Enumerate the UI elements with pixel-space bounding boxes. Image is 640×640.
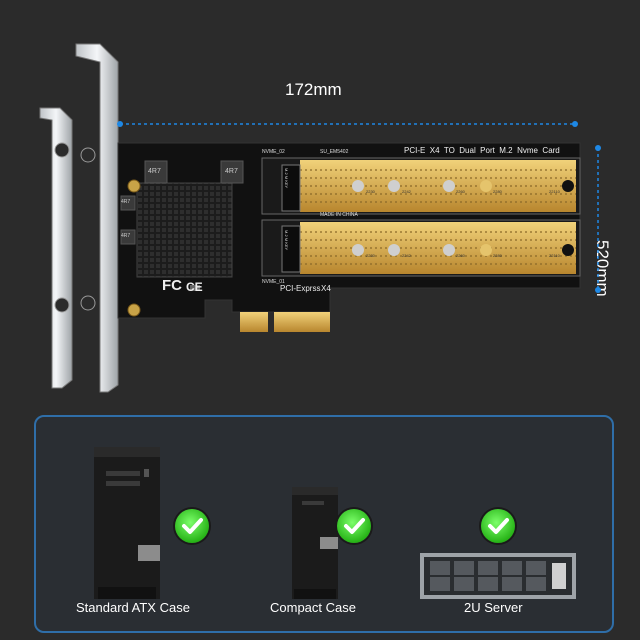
mounting-hole-bottom [127, 303, 141, 317]
size-mark-2230-bottom: 2230 [366, 253, 375, 258]
size-mark-2260-top: 2260 [456, 189, 465, 194]
ce-mark: CE [186, 280, 203, 294]
m2-slot-bottom [261, 219, 581, 277]
top-slot-label: NVME_02 [262, 149, 285, 155]
heatsink [136, 182, 233, 278]
interface-label: PCI-Exprss [280, 284, 321, 293]
inductor-label-3: 4R7 [121, 199, 131, 205]
pcie-gold-fingers [240, 312, 330, 332]
mounting-hole-top [127, 179, 141, 193]
atx-case-image [94, 447, 160, 599]
width-dimension-line [117, 121, 578, 127]
check-icon-server [481, 509, 515, 543]
m2-slot-top [261, 157, 581, 215]
inductor-label-1: 4R7 [148, 168, 161, 175]
inductor-label-4: 4R7 [121, 233, 131, 239]
made-in-label: MADE IN CHINA [320, 212, 358, 218]
compact-case-image [292, 487, 338, 599]
case-label-atx: Standard ATX Case [76, 600, 190, 615]
product-illustration [39, 43, 601, 393]
size-mark-2260-bottom: 2260 [456, 253, 465, 258]
size-mark-2230-top: 2230 [366, 189, 375, 194]
server-image [420, 553, 576, 599]
full-height-bracket [75, 43, 119, 393]
size-mark-22110-top: 22110 [549, 189, 560, 194]
check-icon-compact [337, 509, 371, 543]
bottom-slot-label: NVME_01 [262, 279, 285, 285]
inductor-4 [120, 229, 136, 245]
inductor-3 [120, 195, 136, 211]
m2-key-label-top: M.2 M KEY [284, 168, 289, 189]
check-icon-atx [175, 509, 209, 543]
model-code: SU_EM5402 [320, 149, 349, 155]
inductor-label-2: 4R7 [225, 168, 238, 175]
fc-mark: FC [162, 277, 182, 294]
size-mark-22110-bottom: 22110 [549, 253, 560, 258]
lanes-label: X4 [321, 284, 331, 293]
card-title: PCI-E X4 TO Dual Port M.2 Nvme Card [404, 146, 560, 155]
width-dimension-label: 172mm [285, 80, 342, 99]
low-profile-bracket [39, 107, 73, 389]
size-mark-2280-top: 2280 [493, 189, 502, 194]
size-mark-2242-top: 2242 [402, 189, 411, 194]
m2-key-label-bottom: M.2 M KEY [284, 230, 289, 251]
compatibility-panel: Standard ATX Case Compact Case 2U Server [34, 415, 614, 633]
inductor-1 [144, 160, 168, 184]
smd-component [190, 285, 200, 291]
case-label-compact: Compact Case [270, 600, 356, 615]
size-mark-2242-bottom: 2242 [402, 253, 411, 258]
inductor-2 [220, 160, 244, 184]
size-mark-2280-bottom: 2280 [493, 253, 502, 258]
height-dimension-line [595, 145, 601, 293]
case-label-server: 2U Server [464, 600, 523, 615]
